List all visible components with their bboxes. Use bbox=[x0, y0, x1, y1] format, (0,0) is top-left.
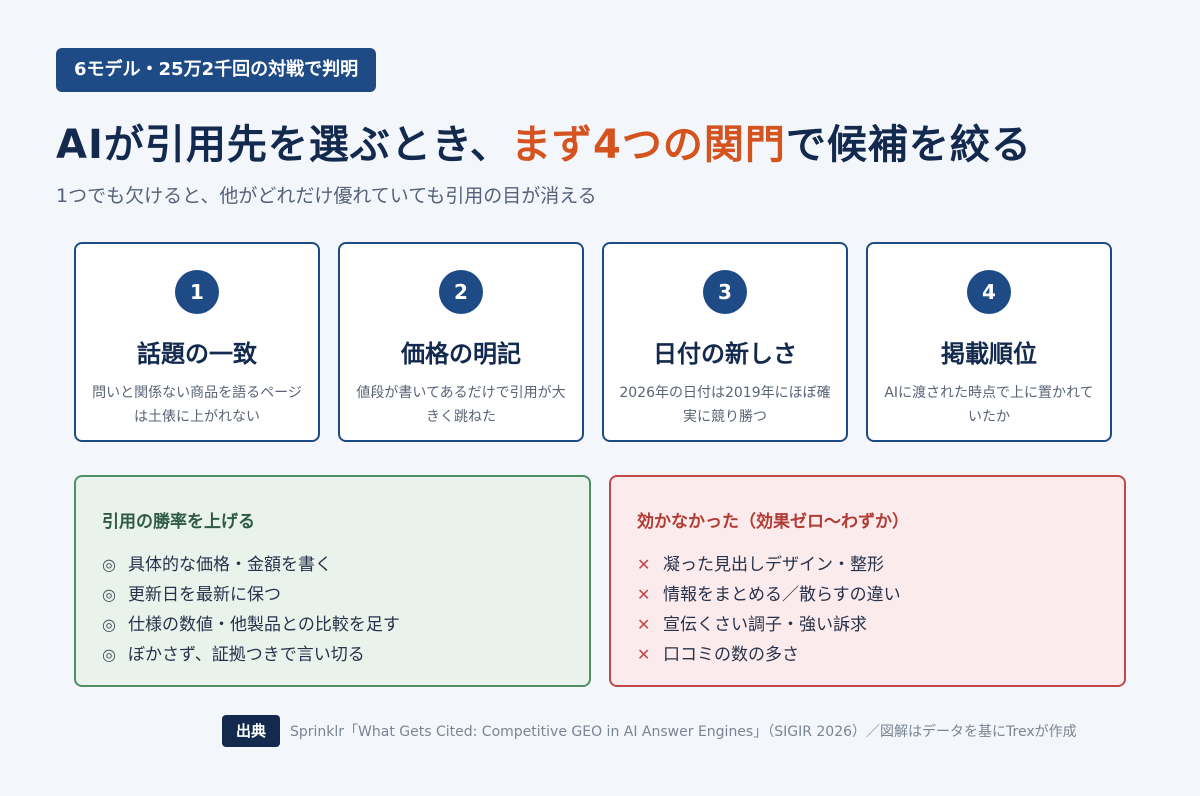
gate-description: 値段が書いてあるだけで引用が大きく跳ねた bbox=[356, 385, 566, 425]
gate-description: 問いと関係ない商品を語るページは土俵に上がれない bbox=[92, 385, 302, 425]
gate-title: 掲載順位 bbox=[941, 340, 1037, 368]
double-circle-icon: ◎ bbox=[102, 585, 116, 604]
double-circle-icon: ◎ bbox=[102, 615, 116, 634]
cross-icon: ✕ bbox=[637, 615, 651, 634]
list-item: ✕ 凝った見出しデザイン・整形 bbox=[637, 550, 1098, 580]
list-item: ◎ 更新日を最新に保つ bbox=[102, 580, 563, 610]
source-text: Sprinklr「What Gets Cited: Competitive GE… bbox=[290, 724, 1077, 740]
list-item: ◎ ぼかさず、証拠つきで言い切る bbox=[102, 640, 563, 670]
gate-number: 3 bbox=[703, 270, 747, 314]
effective-list: ◎ 具体的な価格・金額を書く ◎ 更新日を最新に保つ ◎ 仕様の数値・他製品との比較を… bbox=[102, 550, 563, 670]
list-item-text: 情報をまとめる／散らすの違い bbox=[663, 585, 901, 605]
ineffective-panel-title: 効かなかった（効果ゼロ〜わずか） bbox=[637, 512, 909, 532]
gate-card-1: 1 話題の一致 問いと関係ない商品を語るページは土俵に上がれない bbox=[74, 242, 320, 442]
list-item: ◎ 具体的な価格・金額を書く bbox=[102, 550, 563, 580]
title-lead: AIが引用先を選ぶとき、 bbox=[56, 122, 512, 168]
gate-title: 話題の一致 bbox=[137, 340, 257, 368]
cross-icon: ✕ bbox=[637, 555, 651, 574]
list-item-text: 凝った見出しデザイン・整形 bbox=[663, 555, 884, 575]
gate-description: AIに渡された時点で上に置かれていたか bbox=[884, 385, 1094, 425]
gate-description: 2026年の日付は2019年にほぼ確実に競り勝つ bbox=[619, 385, 831, 425]
source-citation: 出典 Sprinklr「What Gets Cited: Competitive… bbox=[222, 715, 1077, 747]
title-tail: で候補を絞る bbox=[785, 122, 1032, 168]
title-accent: まず4つの関門 bbox=[511, 122, 786, 168]
ineffective-panel: 効かなかった（効果ゼロ〜わずか） ✕ 凝った見出しデザイン・整形 ✕ 情報をまとめる… bbox=[609, 475, 1126, 687]
double-circle-icon: ◎ bbox=[102, 555, 116, 574]
header-badge: 6モデル・25万2千回の対戦で判明 bbox=[56, 48, 377, 92]
list-item-text: 更新日を最新に保つ bbox=[128, 585, 281, 605]
cross-icon: ✕ bbox=[637, 645, 651, 664]
list-item-text: 仕様の数値・他製品との比較を足す bbox=[128, 615, 400, 635]
gate-title: 価格の明記 bbox=[401, 340, 521, 368]
list-item: ◎ 仕様の数値・他製品との比較を足す bbox=[102, 610, 563, 640]
list-item: ✕ 口コミの数の多さ bbox=[637, 640, 1098, 670]
effective-panel: 引用の勝率を上げる ◎ 具体的な価格・金額を書く ◎ 更新日を最新に保つ ◎ 仕様の数… bbox=[74, 475, 591, 687]
list-item: ✕ 情報をまとめる／散らすの違い bbox=[637, 580, 1098, 610]
list-item: ✕ 宣伝くさい調子・強い訴求 bbox=[637, 610, 1098, 640]
gate-card-3: 3 日付の新しさ 2026年の日付は2019年にほぼ確実に競り勝つ bbox=[602, 242, 848, 442]
gate-title: 日付の新しさ bbox=[653, 340, 797, 368]
source-tag: 出典 bbox=[222, 715, 281, 747]
list-item-text: 宣伝くさい調子・強い訴求 bbox=[663, 615, 867, 635]
page-subtitle: 1つでも欠けると、他がどれだけ優れていても引用の目が消える bbox=[56, 185, 597, 207]
gate-number: 4 bbox=[967, 270, 1011, 314]
list-item-text: ぼかさず、証拠つきで言い切る bbox=[128, 645, 365, 665]
effective-panel-title: 引用の勝率を上げる bbox=[102, 512, 255, 532]
gate-number: 1 bbox=[175, 270, 219, 314]
gate-card-2: 2 価格の明記 値段が書いてあるだけで引用が大きく跳ねた bbox=[338, 242, 584, 442]
page-title: AIが引用先を選ぶとき、まず4つの関門で候補を絞る bbox=[56, 112, 1032, 170]
gate-number: 2 bbox=[439, 270, 483, 314]
gate-card-4: 4 掲載順位 AIに渡された時点で上に置かれていたか bbox=[866, 242, 1112, 442]
ineffective-list: ✕ 凝った見出しデザイン・整形 ✕ 情報をまとめる／散らすの違い ✕ 宣伝くさい調子・… bbox=[637, 550, 1098, 670]
gate-list: 1 話題の一致 問いと関係ない商品を語るページは土俵に上がれない 2 価格の明記… bbox=[74, 242, 1112, 442]
double-circle-icon: ◎ bbox=[102, 645, 116, 664]
list-item-text: 具体的な価格・金額を書く bbox=[128, 555, 332, 575]
list-item-text: 口コミの数の多さ bbox=[663, 645, 799, 665]
cross-icon: ✕ bbox=[637, 585, 651, 604]
